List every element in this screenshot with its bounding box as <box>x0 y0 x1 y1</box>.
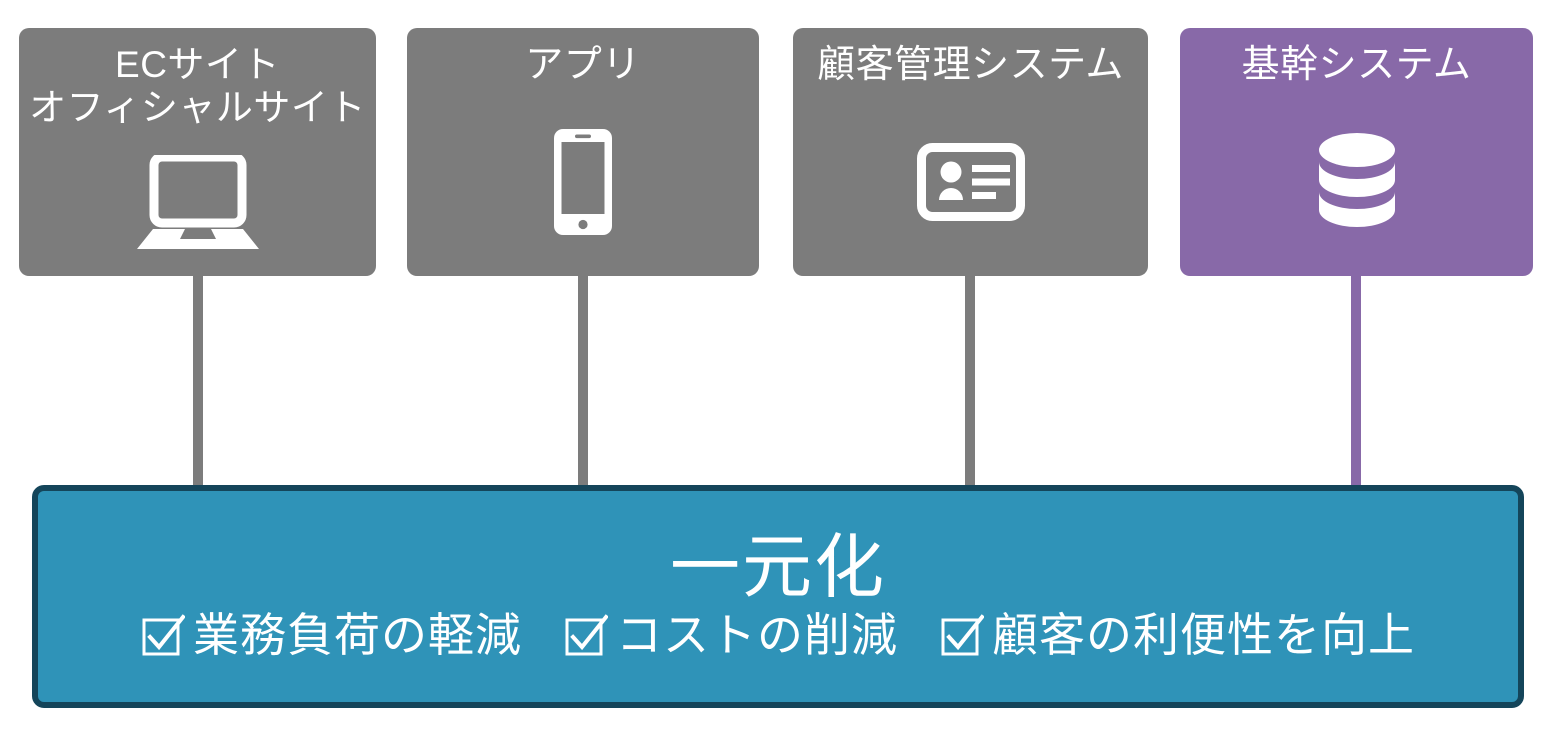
source-title-app: アプリ <box>525 44 641 86</box>
smartphone-icon <box>407 88 759 276</box>
connector-line-crm <box>965 270 975 495</box>
source-title-crm: 顧客管理システム <box>817 44 1124 86</box>
laptop-icon <box>19 129 376 276</box>
benefit-item-convenience: 顧客の利便性を向上 <box>940 610 1415 661</box>
source-box-app[interactable]: アプリ <box>407 28 759 276</box>
result-headline: 一元化 <box>670 528 886 607</box>
benefit-item-cost: コストの削減 <box>564 610 898 661</box>
contact-card-icon <box>793 88 1148 276</box>
connector-line-core-system <box>1351 270 1361 495</box>
benefit-list: 業務負荷の軽減 コストの削減 顧客の利便性を <box>141 610 1415 661</box>
database-icon <box>1180 88 1533 276</box>
source-title-ec-site: ECサイト オフィシャルサイト <box>29 44 366 128</box>
benefit-label-workload: 業務負荷の軽減 <box>193 609 522 662</box>
benefit-label-cost: コストの削減 <box>616 609 898 662</box>
result-panel[interactable]: 一元化 業務負荷の軽減 コストの削減 <box>32 485 1524 708</box>
checkbox-checked-icon <box>141 613 185 658</box>
source-title-core-system: 基幹システム <box>1241 44 1472 86</box>
benefit-item-workload: 業務負荷の軽減 <box>141 610 522 661</box>
connector-line-ec-site <box>193 270 203 495</box>
source-box-ec-site[interactable]: ECサイト オフィシャルサイト <box>19 28 376 276</box>
checkbox-checked-icon <box>940 613 984 658</box>
source-box-crm[interactable]: 顧客管理システム <box>793 28 1148 276</box>
connector-line-app <box>578 270 588 495</box>
source-box-core-system[interactable]: 基幹システム <box>1180 28 1533 276</box>
benefit-label-convenience: 顧客の利便性を向上 <box>992 609 1415 662</box>
checkbox-checked-icon <box>564 613 608 658</box>
